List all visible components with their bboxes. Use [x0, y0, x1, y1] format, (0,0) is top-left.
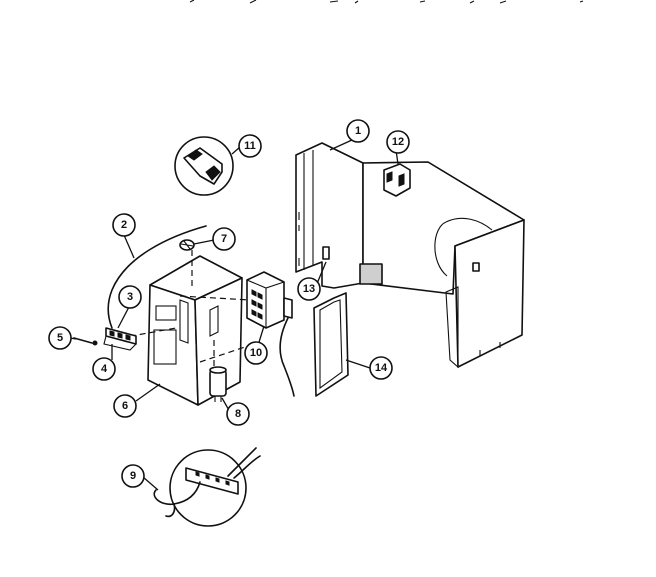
callout-14: 14 — [369, 356, 393, 380]
part-14-panel — [313, 292, 349, 397]
callout-10: 10 — [244, 341, 268, 365]
callout-2: 2 — [112, 213, 136, 237]
part-6-control-box — [147, 255, 243, 406]
part-8-capacitor — [209, 366, 227, 402]
callout-14-label: 14 — [375, 362, 388, 374]
callout-11-label: 11 — [244, 140, 256, 152]
callout-6-label: 6 — [122, 400, 128, 412]
scan-artifacts — [189, 0, 584, 4]
callout-3: 3 — [118, 285, 142, 309]
callout-3-label: 3 — [127, 291, 133, 303]
part-11-detail — [174, 136, 234, 196]
callout-5: 5 — [48, 326, 72, 350]
callout-11: 11 — [238, 134, 262, 158]
callout-13-label: 13 — [303, 283, 315, 295]
callout-10-label: 10 — [250, 347, 262, 359]
callout-9-label: 9 — [130, 470, 136, 482]
callout-7-label: 7 — [221, 233, 227, 245]
callout-4: 4 — [92, 357, 116, 381]
part-3-4-terminal-strip — [103, 327, 137, 351]
callout-9: 9 — [121, 464, 145, 488]
callout-2-label: 2 — [121, 219, 127, 231]
part-2-wire-harness — [107, 225, 207, 329]
part-12-bracket — [383, 163, 411, 197]
part-5-screw — [73, 337, 98, 346]
callout-5-label: 5 — [57, 332, 63, 344]
callout-12-label: 12 — [392, 136, 404, 148]
callout-1: 1 — [346, 119, 370, 143]
callout-8: 8 — [226, 402, 250, 426]
callout-leaders — [69, 139, 399, 491]
callout-13: 13 — [297, 277, 321, 301]
callout-6: 6 — [113, 394, 137, 418]
callout-1-label: 1 — [355, 125, 361, 137]
callout-7: 7 — [212, 227, 236, 251]
part-7-grommet — [179, 239, 195, 251]
callout-8-label: 8 — [235, 408, 241, 420]
callout-12: 12 — [386, 130, 410, 154]
callout-4-label: 4 — [101, 363, 108, 375]
part-10-control-module — [246, 271, 295, 397]
part-1-cabinet — [295, 142, 525, 369]
part-9-wiring-detail — [153, 447, 261, 527]
